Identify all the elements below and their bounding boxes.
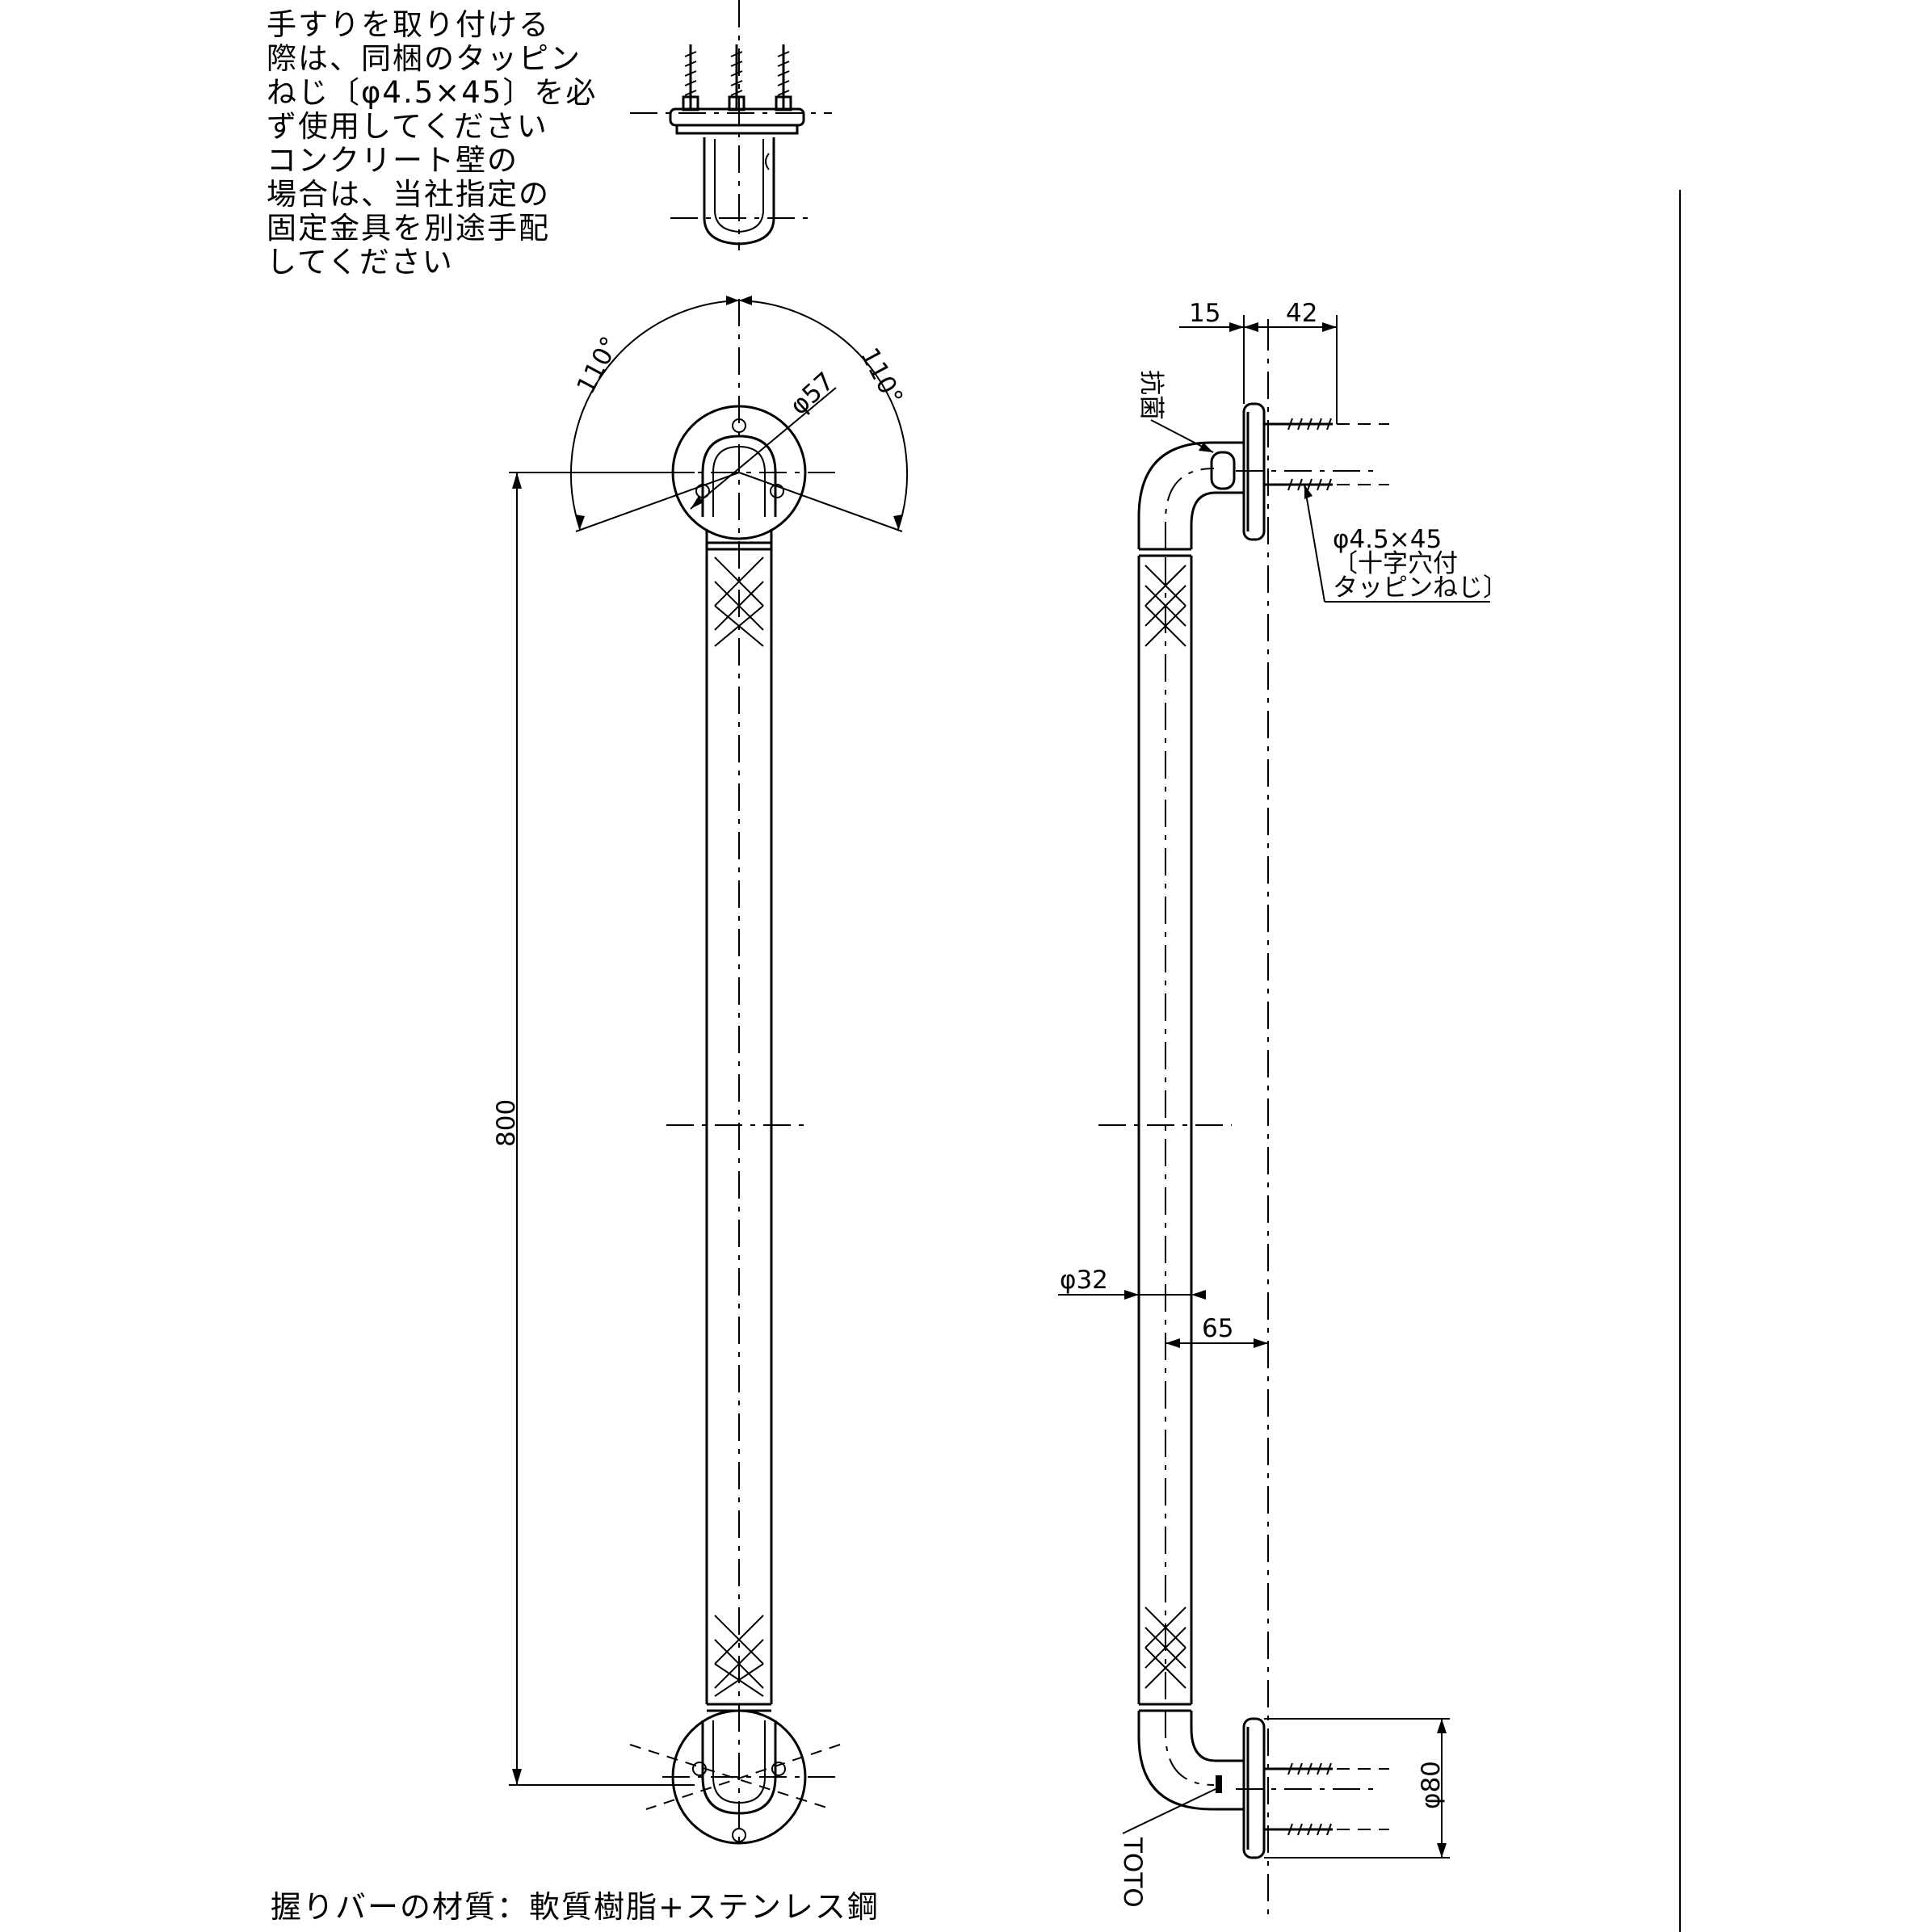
note-line: ねじ〔φ4.5×45〕を必 (267, 75, 598, 110)
antibacterial-label: 抗菌 (1136, 370, 1166, 420)
front-view: 110° 110° φ57 (492, 296, 909, 1850)
screw-top-right (775, 44, 792, 111)
screw-label-3: タッピンねじ〕 (1333, 573, 1508, 603)
screw-hole (732, 1828, 746, 1842)
toto-logo-mark (1216, 1775, 1222, 1793)
dim-15-label: 15 (1189, 299, 1220, 328)
note-line: 手すりを取り付ける (267, 7, 550, 42)
bar-diameter-label: φ32 (1060, 1266, 1108, 1295)
top-view (630, 0, 832, 250)
bar-bend-bottom (1137, 1711, 1244, 1811)
bar-end-top (703, 137, 775, 246)
screw-hole (732, 418, 746, 433)
dim-42-label: 42 (1286, 299, 1317, 328)
screw-label-1: φ4.5×45 (1333, 525, 1442, 554)
screw-hole (771, 1762, 786, 1776)
angle-left-label: 110° (571, 332, 625, 399)
note-line: ず使用してください (267, 109, 548, 144)
grip-pattern-side-bottom (1144, 1606, 1186, 1689)
note-line: 固定金具を別途手配 (267, 211, 550, 246)
screw-hole (770, 484, 784, 498)
material-note: 握りバーの材質：軟質樹脂+ステンレス鋼 (271, 1889, 880, 1925)
grip-pattern-bottom (714, 1615, 764, 1697)
screw-label-2: 〔十字穴付 (1333, 549, 1458, 578)
installation-note: 手すりを取り付ける 際は、同梱のタッピン ねじ〔φ4.5×45〕を必 ず使用して… (267, 8, 622, 279)
screw-top-center (728, 44, 746, 111)
note-line: 際は、同梱のタッピン (267, 41, 582, 76)
antibacterial-mark (1210, 451, 1236, 490)
angle-right-label: 110° (855, 343, 909, 410)
offset-label: 65 (1202, 1314, 1233, 1343)
grip-pattern-side-top (1144, 565, 1186, 647)
grip-pattern-top (714, 556, 764, 647)
length-label: 800 (492, 1099, 521, 1147)
flange-height-label: φ80 (1417, 1761, 1446, 1809)
screw-top-left (682, 44, 699, 111)
note-line: してください (267, 245, 454, 279)
grab-bar-front (705, 529, 773, 1704)
brand-label: TOTO (1118, 1837, 1147, 1908)
note-line: 場合は、当社指定の (267, 177, 550, 212)
flange-diameter-label: φ57 (784, 367, 840, 421)
flange-top (669, 107, 805, 127)
grab-bar-side (1137, 556, 1193, 1704)
screw-hole (695, 484, 710, 498)
bar-bend-top (1137, 441, 1244, 549)
note-line: コンクリート壁の (267, 143, 519, 178)
side-view: 15 42 抗菌 φ4.5×45 〔十字穴付 タッピンねじ〕 (1058, 190, 1681, 1932)
screw-hole (692, 1762, 707, 1776)
